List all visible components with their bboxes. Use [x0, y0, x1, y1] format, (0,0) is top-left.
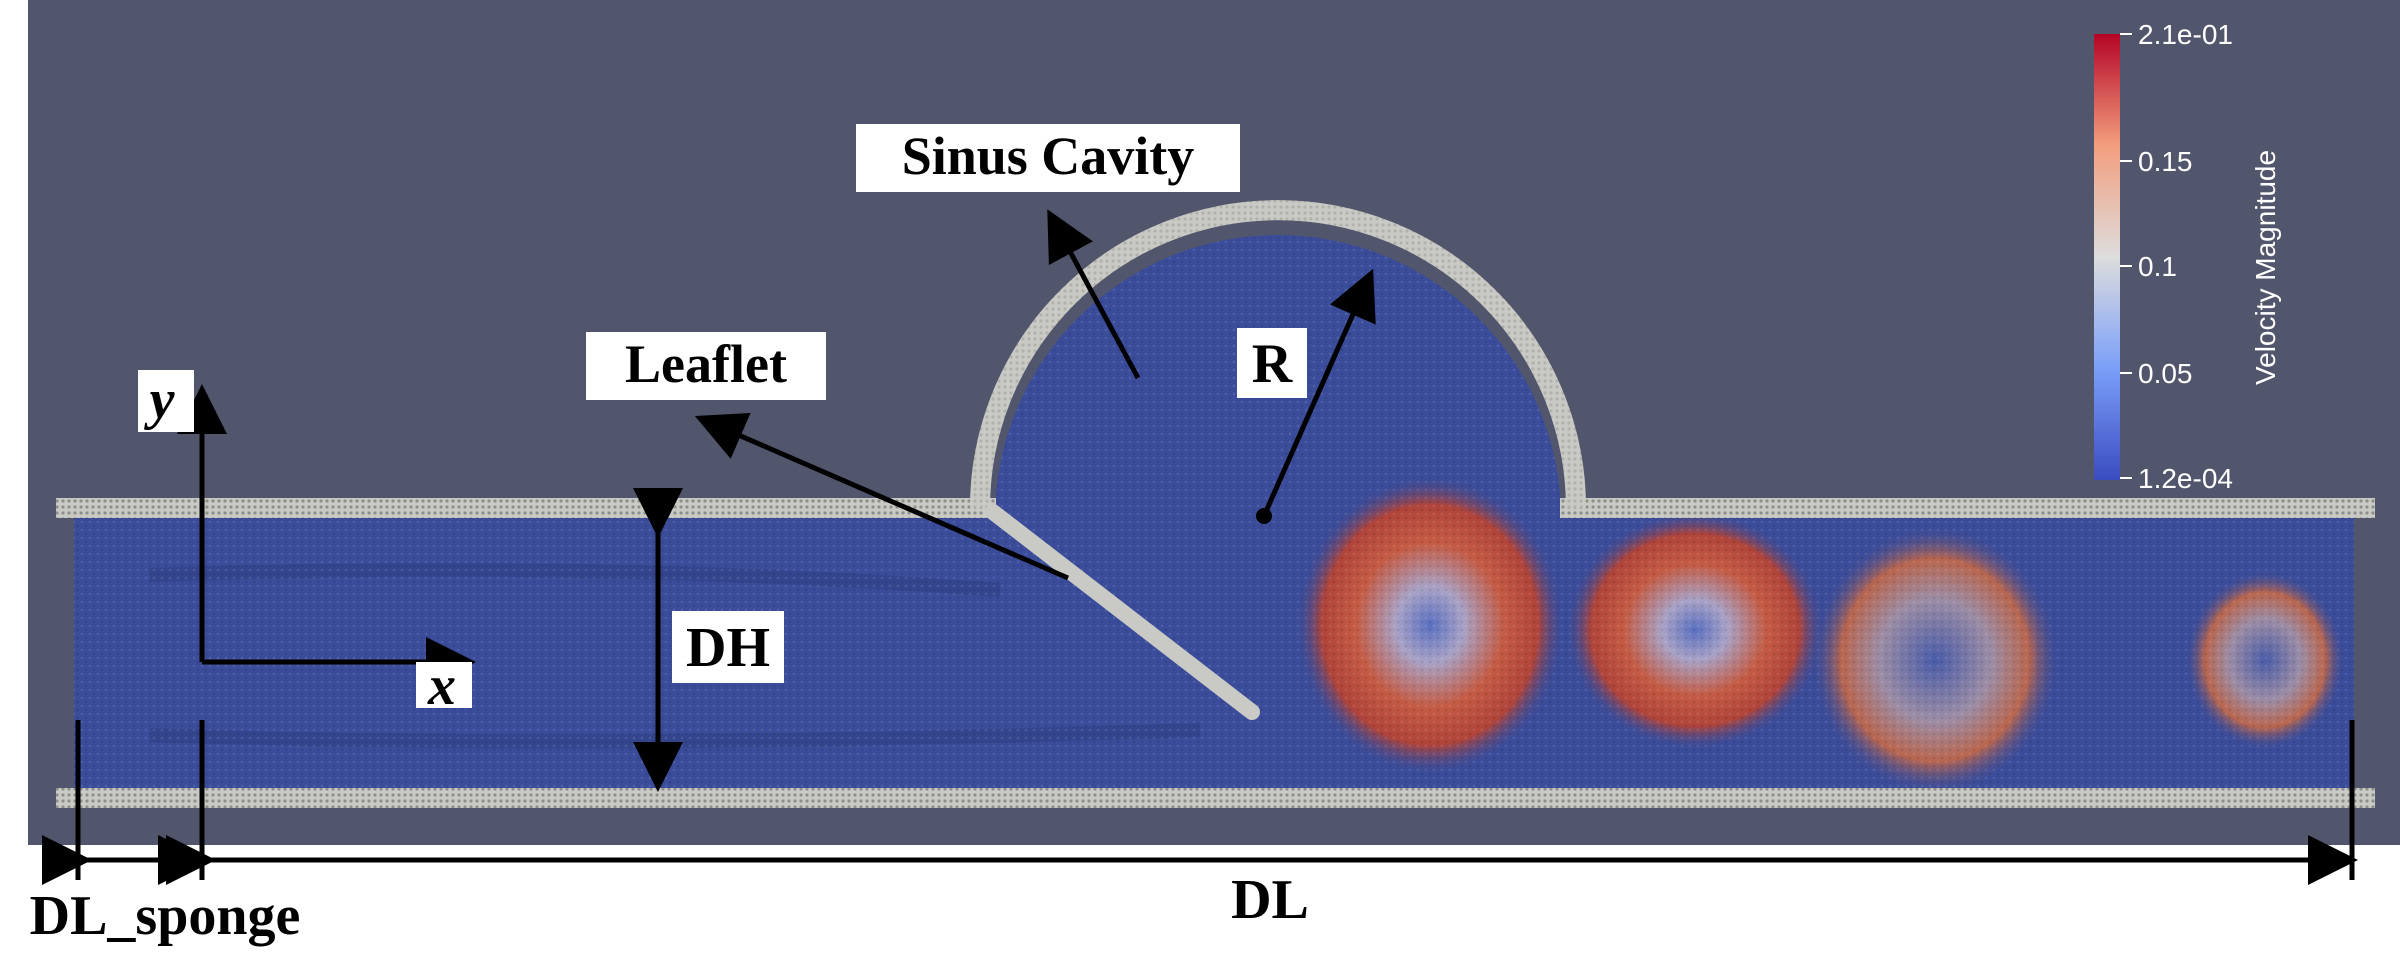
sinus-cavity-label: Sinus Cavity — [902, 126, 1195, 186]
colorbar: 2.1e-01 0.15 0.1 0.05 1.2e-04 Velocity M… — [2094, 19, 2281, 494]
walls — [56, 200, 2375, 808]
leaflet-label: Leaflet — [625, 334, 787, 394]
channel-height-label: DH — [686, 617, 770, 679]
radius-arrow — [1261, 268, 1376, 518]
colorbar-min-label: 1.2e-04 — [2138, 463, 2233, 494]
annotations: Sinus Cavity Leaflet R DH y x DL_sponge … — [30, 124, 2358, 947]
leaflet-label-box — [586, 332, 826, 400]
radius-label: R — [1252, 333, 1293, 395]
x-axis-label-box — [416, 662, 472, 708]
radius-label-box — [1237, 328, 1307, 398]
sinus-cavity-arrow — [1047, 209, 1141, 380]
sinus-cavity-label-box — [856, 124, 1240, 192]
x-axis-label: x — [427, 655, 456, 717]
bottom-wall — [56, 788, 2375, 808]
colorbar-max-label: 2.1e-01 — [2138, 19, 2233, 50]
channel-height-label-box — [672, 611, 784, 683]
colorbar-tick-label: 0.1 — [2138, 251, 2177, 282]
colorbar-tick-label: 0.15 — [2138, 146, 2193, 177]
colorbar-bar — [2094, 34, 2120, 480]
y-axis-label: y — [144, 369, 176, 431]
sinus-wall-edge — [970, 200, 1586, 509]
domain-length-label: DL — [1231, 869, 1309, 931]
colorbar-title: Velocity Magnitude — [2250, 150, 2281, 385]
fluid-domain — [74, 235, 2354, 795]
top-wall-right — [1560, 498, 2375, 518]
y-axis-label-box — [138, 370, 194, 432]
top-wall-left — [56, 498, 996, 518]
leaflet-body — [985, 504, 1260, 720]
leaflet-arrow — [694, 412, 1069, 581]
colorbar-tick-label: 0.05 — [2138, 358, 2193, 389]
sponge-length-label: DL_sponge — [30, 885, 301, 947]
